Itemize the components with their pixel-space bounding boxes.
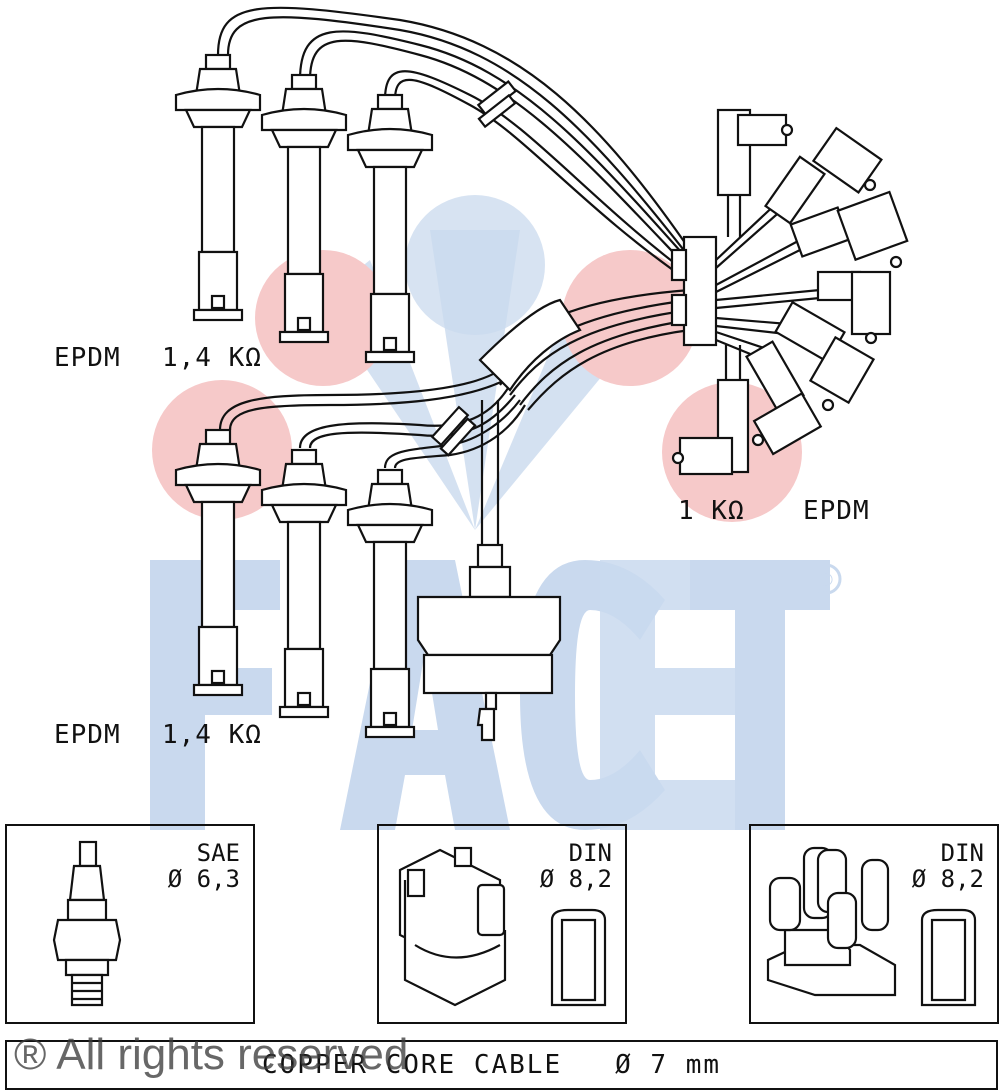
spark-plug-boot bbox=[346, 93, 434, 364]
spark-plug-boot bbox=[260, 73, 348, 344]
upper-left-material-label: EPDM bbox=[54, 343, 121, 373]
distributor-cap-diameter-label: Ø 8,2 bbox=[911, 865, 984, 893]
spark-plug-boot bbox=[174, 428, 262, 697]
spark-plug-boot bbox=[260, 448, 348, 719]
ignition-coil-diameter-label: Ø 8,2 bbox=[539, 865, 612, 893]
footer-box bbox=[5, 1040, 998, 1090]
ignition-coil-drawing bbox=[398, 846, 507, 1007]
spark-plug-boot bbox=[174, 53, 262, 322]
footer-cable-label: COPPER CORE CABLE bbox=[262, 1050, 563, 1080]
lower-left-resistance-label: 1,4 KΩ bbox=[162, 720, 262, 750]
cable-bundle bbox=[216, 6, 691, 545]
footer-cable-spec: COPPER CORE CABLE Ø 7 mm bbox=[262, 1050, 721, 1080]
distributor-cap-standard-label: DIN bbox=[940, 839, 984, 867]
spark-plug-diameter-label: Ø 6,3 bbox=[167, 865, 240, 893]
boot-section-drawings bbox=[550, 908, 977, 1007]
distributor-connectors bbox=[671, 108, 909, 476]
right-material-label: EPDM bbox=[803, 496, 870, 526]
distributor-cap-panel bbox=[749, 824, 999, 1024]
spark-plug-panel bbox=[5, 824, 255, 1024]
spark-plug-drawing bbox=[52, 840, 122, 1007]
distributor-hub bbox=[670, 235, 718, 347]
spark-plug-standard-label: SAE bbox=[196, 839, 240, 867]
spark-plug-boots bbox=[174, 53, 434, 739]
copyright-notice: ® All rights reserved bbox=[14, 1030, 409, 1079]
distributor-cap-drawing bbox=[766, 846, 897, 997]
upper-left-resistance-label: 1,4 KΩ bbox=[162, 343, 262, 373]
coil-connector bbox=[416, 543, 562, 742]
ignition-coil-panel bbox=[377, 824, 627, 1024]
right-resistance-label: 1 KΩ bbox=[678, 496, 745, 526]
spark-plug-boot bbox=[346, 468, 434, 739]
registered-mark: ® bbox=[817, 570, 835, 591]
footer-diameter-label: Ø 7 mm bbox=[615, 1050, 721, 1080]
cable-clips bbox=[430, 80, 582, 457]
lower-left-material-label: EPDM bbox=[54, 720, 121, 750]
ignition-coil-standard-label: DIN bbox=[568, 839, 612, 867]
